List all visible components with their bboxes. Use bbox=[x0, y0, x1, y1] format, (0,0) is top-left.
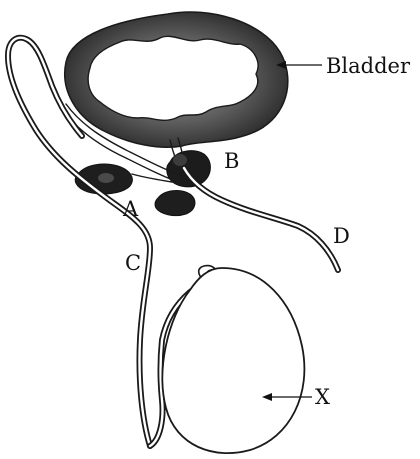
label-c: C bbox=[125, 251, 141, 275]
bladder bbox=[65, 12, 288, 170]
label-a: A bbox=[122, 197, 139, 221]
label-d: D bbox=[333, 224, 350, 248]
label-bladder: Bladder bbox=[326, 54, 411, 78]
small-gland bbox=[155, 191, 195, 216]
label-x: X bbox=[315, 385, 330, 409]
gland-b bbox=[167, 151, 211, 187]
tube-d bbox=[184, 168, 338, 270]
label-b: B bbox=[224, 149, 239, 173]
